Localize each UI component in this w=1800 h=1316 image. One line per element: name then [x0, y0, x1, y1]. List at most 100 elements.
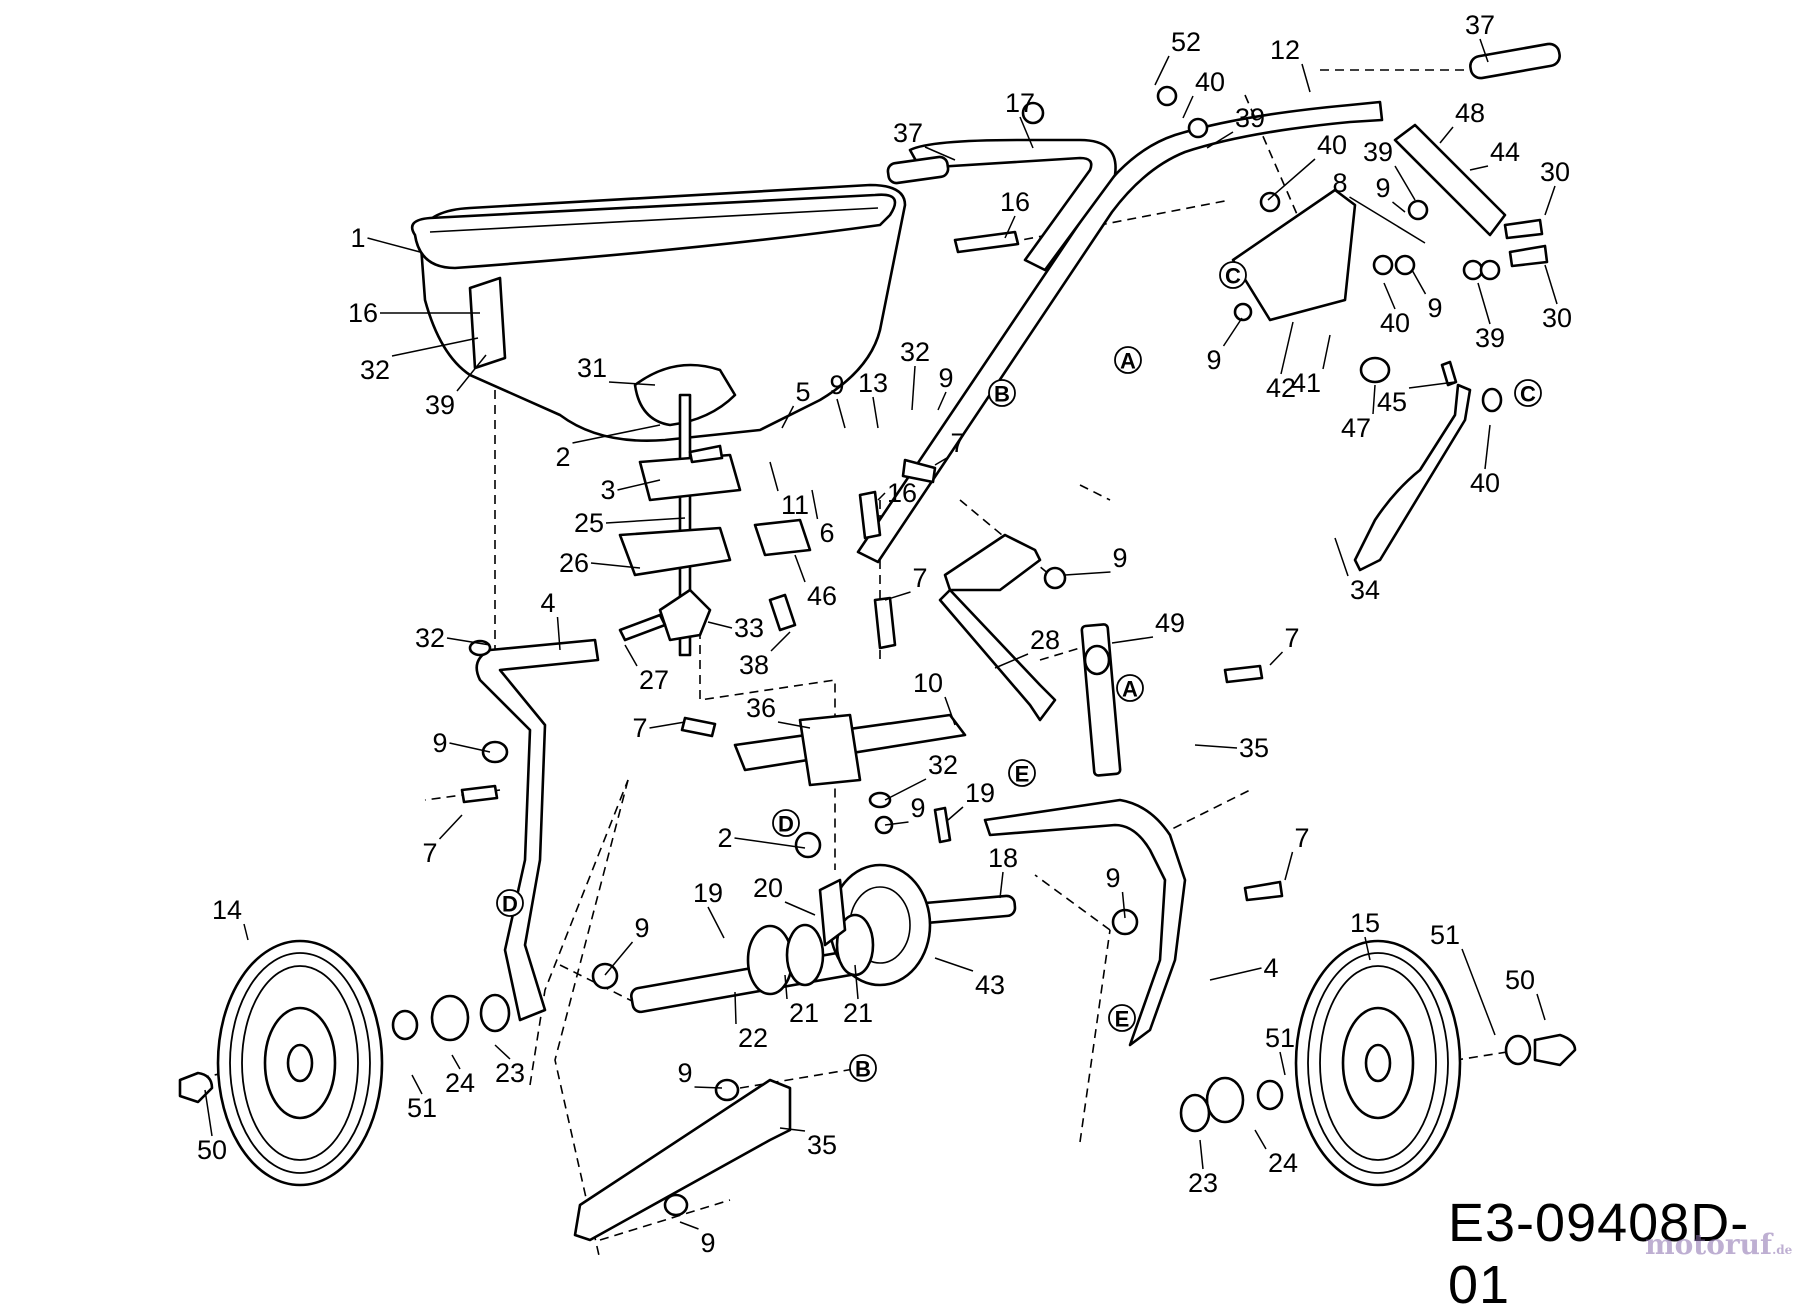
- callout-leader-line: [947, 806, 964, 821]
- callout-label: 51: [1430, 920, 1460, 950]
- callout-label: 3: [600, 475, 615, 505]
- callout-label: 39: [1475, 323, 1505, 353]
- callout-leader-line: [934, 456, 949, 466]
- callout-label: 39: [1363, 137, 1393, 167]
- callout-leader-line: [1536, 993, 1546, 1021]
- callout-leader-line: [1301, 63, 1311, 93]
- callout-label: 44: [1490, 137, 1520, 167]
- reference-marker: B: [988, 379, 1016, 407]
- callout-leader-line: [556, 616, 561, 651]
- callout-label: 9: [700, 1228, 715, 1258]
- reference-marker-letter: B: [855, 1057, 871, 1082]
- handle-assembly: [856, 42, 1561, 777]
- callout-leader-line: [1199, 1139, 1204, 1170]
- callout-label: 24: [445, 1068, 475, 1098]
- callout-leader-line: [911, 365, 916, 411]
- callout-leaders: [204, 38, 1558, 1230]
- callout-leader-line: [934, 957, 974, 972]
- callout-label: 32: [360, 355, 390, 385]
- callout-leader-line: [1121, 891, 1126, 919]
- callout-leader-line: [1004, 215, 1016, 239]
- watermark-brand: motoruf: [1645, 1228, 1773, 1261]
- reference-marker-circle: [1108, 1004, 1136, 1032]
- callout-label: 30: [1542, 303, 1572, 333]
- callout-leader-line: [1484, 424, 1491, 470]
- callout-label: 39: [425, 390, 455, 420]
- callout-label: 46: [807, 581, 837, 611]
- callout-label: 7: [950, 428, 965, 458]
- callout-label: 35: [1239, 733, 1269, 763]
- callout-leader-line: [679, 1221, 699, 1230]
- callout-leader-line: [1269, 651, 1284, 666]
- callout-label: 32: [928, 750, 958, 780]
- callout-leader-line: [411, 1074, 423, 1095]
- callout-label: 36: [746, 693, 776, 723]
- callout-label: 32: [415, 623, 445, 653]
- callout-label: 18: [988, 843, 1018, 873]
- callout-label: 9: [432, 728, 447, 758]
- callout-leader-line: [777, 721, 811, 729]
- reference-marker-circle: [496, 889, 524, 917]
- callout-leader-line: [449, 742, 491, 753]
- callout-label: 4: [1263, 953, 1278, 983]
- callout-leader-line: [1209, 967, 1262, 981]
- callout-label: 38: [739, 650, 769, 680]
- callout-leader-line: [1408, 381, 1456, 389]
- callout-leader-line: [456, 354, 487, 392]
- callout-label: 49: [1155, 608, 1185, 638]
- callout-label: 47: [1341, 413, 1371, 443]
- callout-label: 21: [789, 998, 819, 1028]
- reference-marker: D: [772, 809, 800, 837]
- callout-label: 37: [893, 118, 923, 148]
- callout-label: 1: [350, 223, 365, 253]
- callout-label: 31: [577, 353, 607, 383]
- callout-label: 9: [1112, 543, 1127, 573]
- callout-leader-line: [1194, 744, 1238, 749]
- reference-marker-letter: A: [1120, 349, 1136, 374]
- callout-label: 22: [738, 1023, 768, 1053]
- callout-leader-line: [494, 1044, 511, 1060]
- reference-marker: A: [1114, 346, 1142, 374]
- callout-leader-line: [924, 146, 956, 161]
- reference-marker-circle: [772, 809, 800, 837]
- reference-marker-letter: A: [1122, 677, 1138, 702]
- reference-marker: D: [496, 889, 524, 917]
- callout-label: 16: [1000, 187, 1030, 217]
- callout-label: 7: [632, 713, 647, 743]
- callout-leader-line: [1479, 38, 1489, 63]
- callout-leader-line: [944, 696, 956, 726]
- callout-label: 51: [407, 1093, 437, 1123]
- callout-leader-line: [1222, 317, 1243, 347]
- callout-label: 9: [1105, 863, 1120, 893]
- callout-label: 23: [1188, 1168, 1218, 1198]
- callout-leader-line: [734, 991, 737, 1025]
- callout-label: 7: [912, 563, 927, 593]
- callout-leader-line: [1322, 334, 1331, 370]
- reference-marker: C: [1514, 379, 1542, 407]
- callout-leader-line: [1254, 1129, 1267, 1150]
- reference-marker-letter: E: [1115, 1007, 1130, 1032]
- reference-marker-circle: [849, 1054, 877, 1082]
- callout-label: 28: [1030, 625, 1060, 655]
- callout-leader-line: [769, 461, 779, 492]
- callout-leader-line: [937, 391, 947, 411]
- callout-leader-line: [811, 489, 819, 520]
- callout-label: 19: [693, 878, 723, 908]
- reference-marker-circle: [988, 379, 1016, 407]
- callout-leader-line: [391, 337, 479, 357]
- reference-marker-circle: [1219, 261, 1247, 289]
- callout-leader-line: [1279, 1051, 1286, 1076]
- callout-label: 32: [900, 337, 930, 367]
- callout-leader-line: [1372, 384, 1376, 415]
- callout-label: 37: [1465, 10, 1495, 40]
- callout-label: 45: [1377, 387, 1407, 417]
- reference-marker-letter: E: [1015, 762, 1030, 787]
- callout-leader-line: [1439, 126, 1454, 144]
- watermark-logo: motoruf.de: [1645, 1228, 1792, 1261]
- callout-leader-line: [1284, 851, 1294, 881]
- callout-label: 9: [938, 363, 953, 393]
- reference-marker-letter: B: [994, 382, 1010, 407]
- callout-label: 15: [1350, 908, 1380, 938]
- callout-label: 11: [781, 490, 809, 520]
- reference-marker-circle: [1008, 759, 1036, 787]
